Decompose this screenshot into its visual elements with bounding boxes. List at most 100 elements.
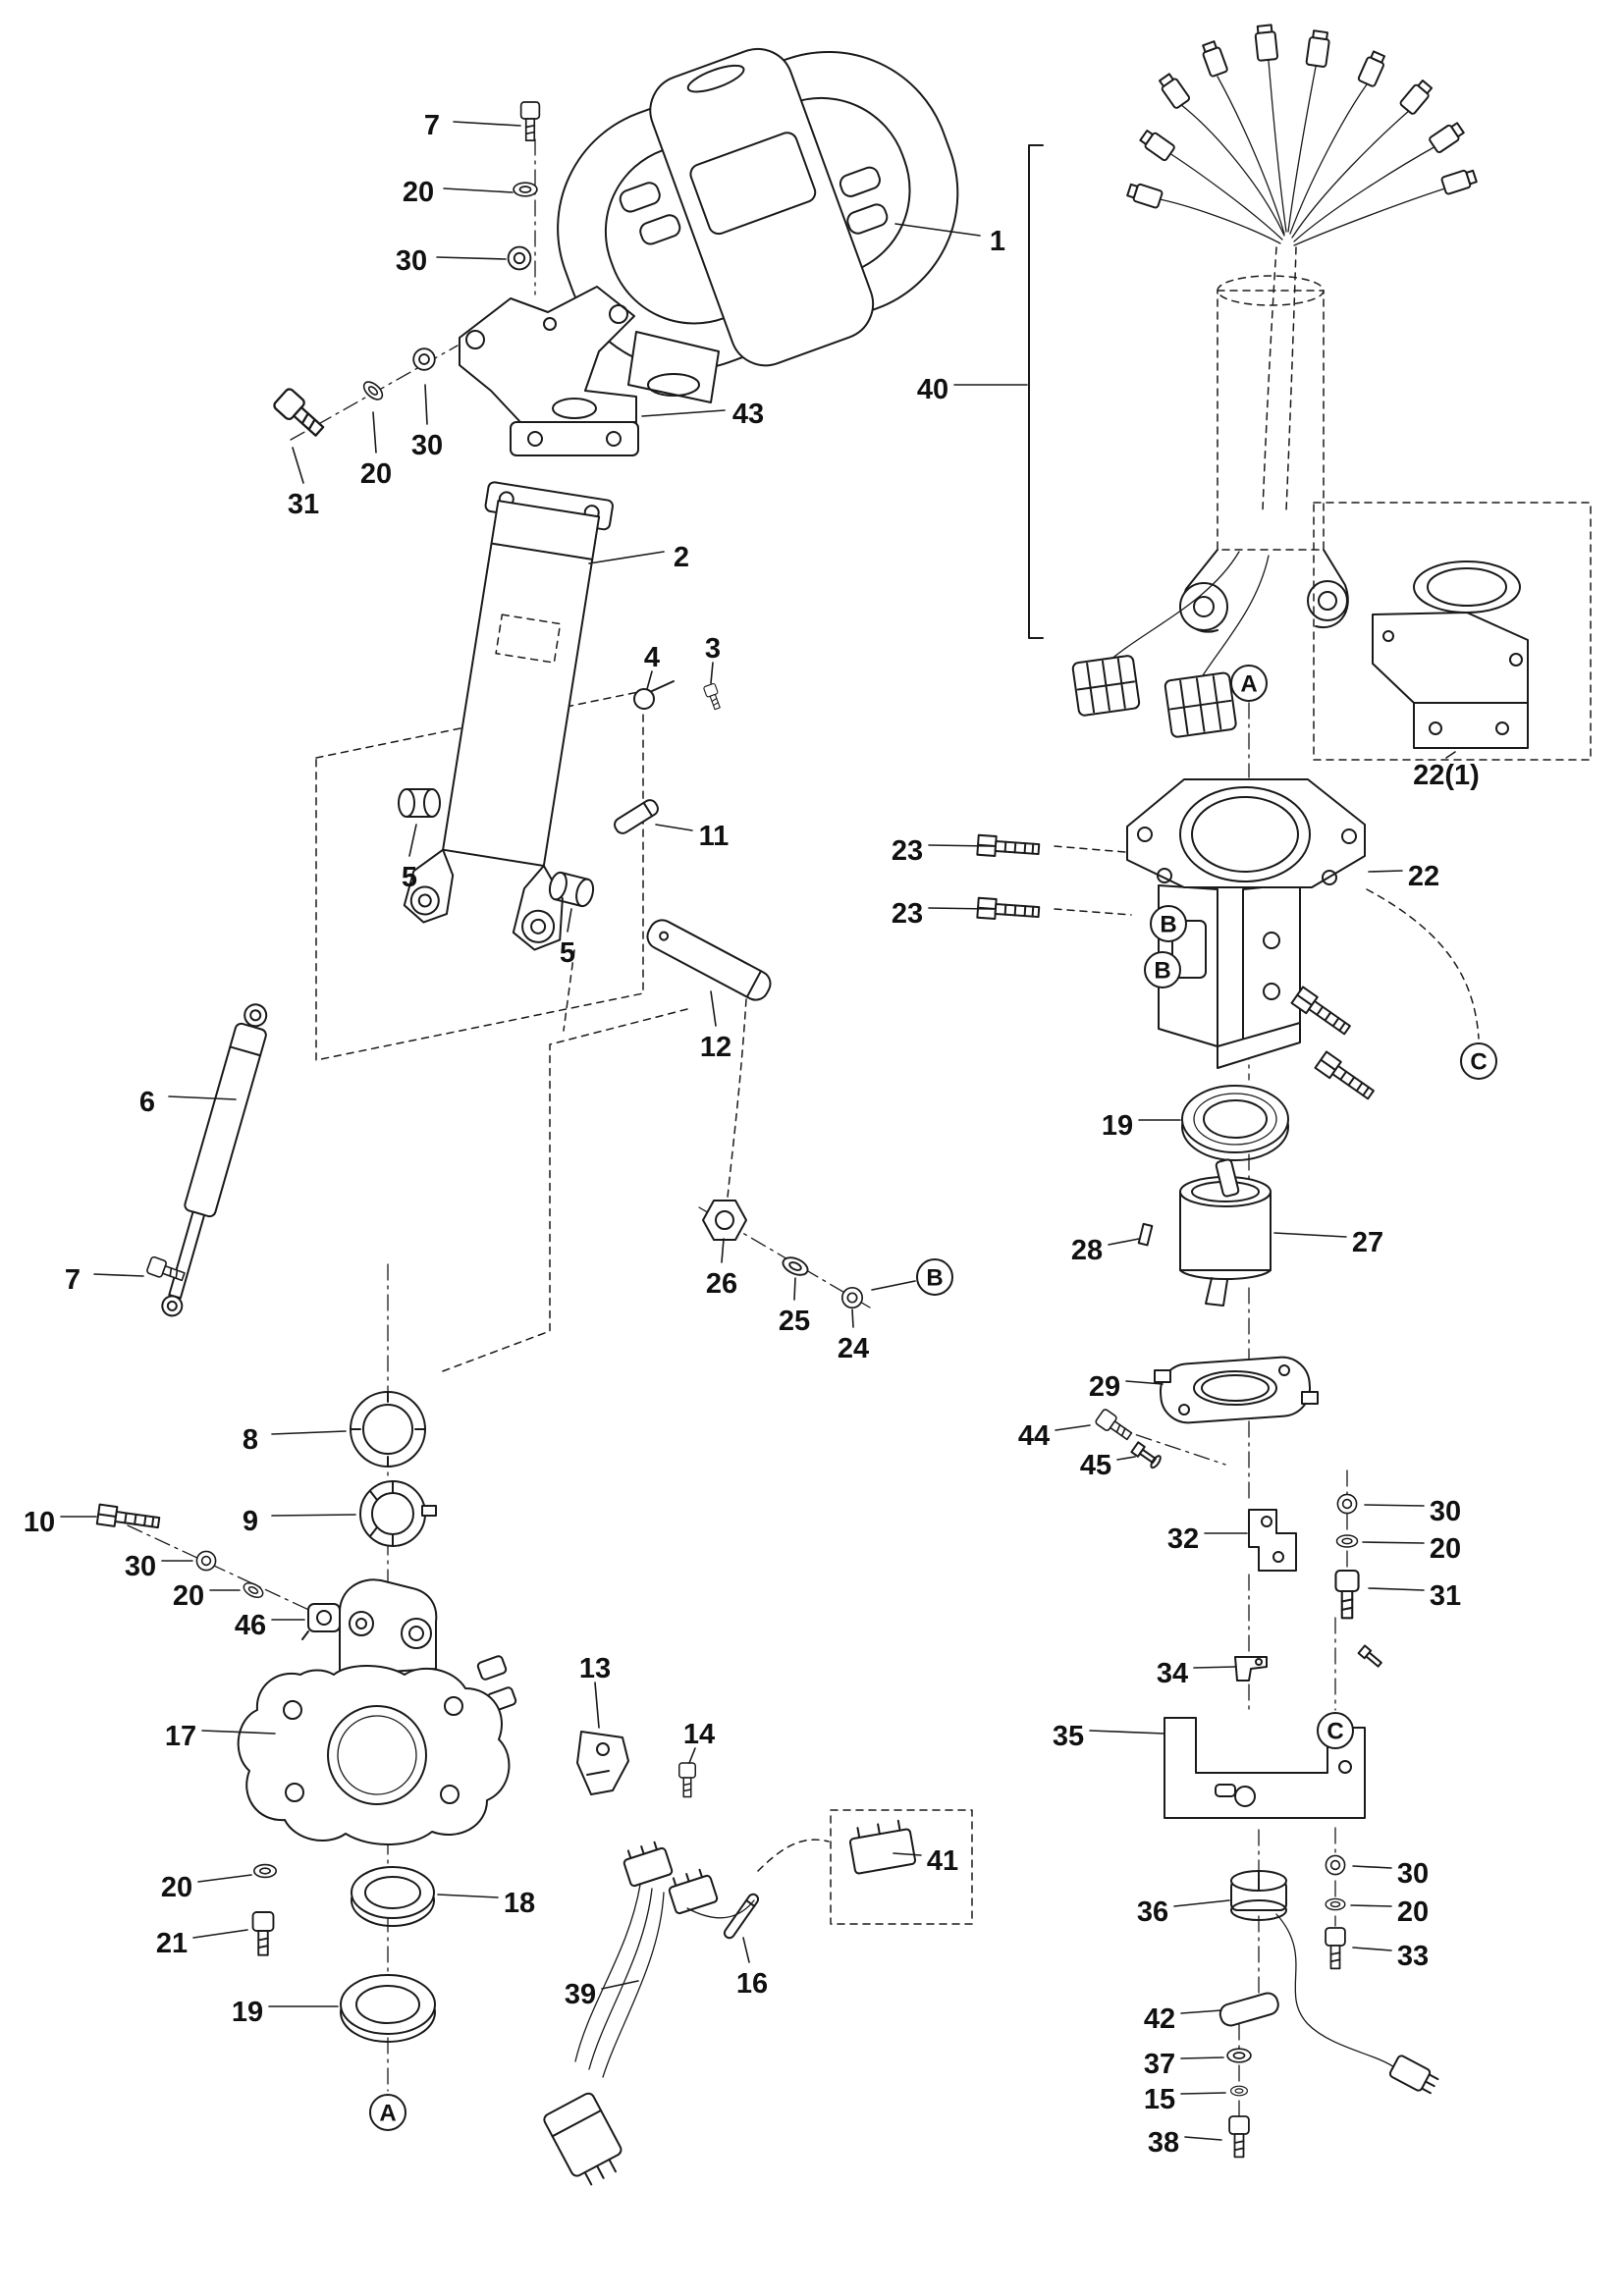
marker-letter: C: [1470, 1049, 1487, 1076]
marker-letter: B: [926, 1265, 943, 1292]
leader-line: [271, 1514, 356, 1517]
bearing-rings-left: [251, 1863, 436, 2043]
ring-nut-drawing: [350, 1391, 437, 1547]
leader-line: [721, 1238, 725, 1263]
leader-line: [408, 824, 417, 857]
callout-36: 36: [1137, 1896, 1168, 1928]
leader-line: [646, 670, 653, 690]
leader-line: [437, 1894, 499, 1898]
callout-19: 19: [232, 1997, 263, 2028]
leader-line: [292, 447, 304, 484]
callout-42: 42: [1144, 2003, 1175, 2035]
callout-5: 5: [402, 862, 417, 893]
callout-13: 13: [579, 1653, 611, 1684]
leader-line: [1193, 1666, 1236, 1669]
callout-30: 30: [411, 430, 443, 461]
pin-drawings: [614, 799, 772, 1940]
leader-line: [688, 1747, 696, 1764]
leader-line: [742, 1937, 750, 1963]
leader-line: [1180, 2009, 1222, 2014]
leader-line: [894, 223, 981, 237]
base-plate-drawing: [237, 1578, 517, 1845]
callout-6: 6: [139, 1087, 155, 1118]
leader-line: [436, 256, 507, 260]
marker-circle: [1317, 1712, 1354, 1749]
leader-line: [372, 411, 377, 454]
callout-26: 26: [706, 1268, 737, 1300]
callout-20: 20: [1397, 1896, 1429, 1928]
leader-line: [893, 1852, 922, 1856]
callout-18: 18: [504, 1888, 535, 1919]
callout-33: 33: [1397, 1941, 1429, 1972]
leader-line: [192, 1929, 248, 1939]
callout-4: 4: [644, 642, 660, 673]
leader-line: [710, 990, 717, 1027]
callout-20: 20: [161, 1872, 192, 1903]
leader-line: [1180, 2056, 1224, 2059]
leader-line: [1089, 1730, 1165, 1735]
callout-37: 37: [1144, 2049, 1175, 2080]
leader-line: [594, 1682, 600, 1729]
callout-20: 20: [1430, 1533, 1461, 1565]
steering-column-drawing: [403, 481, 614, 951]
callout-35: 35: [1053, 1721, 1084, 1752]
cable-clamp-drawing: [633, 680, 724, 712]
leader-line: [1368, 1587, 1425, 1591]
callout-12: 12: [700, 1032, 731, 1063]
leader-line: [851, 1308, 854, 1328]
callout-22: 22: [1408, 861, 1439, 892]
callout-44: 44: [1018, 1420, 1050, 1452]
marker-letter: A: [379, 2101, 396, 2127]
callout-5: 5: [560, 937, 575, 969]
callout-23: 23: [892, 835, 923, 867]
callout-7: 7: [424, 110, 440, 141]
leader-line: [1173, 1899, 1230, 1907]
callout-30: 30: [396, 245, 427, 277]
callout-45: 45: [1080, 1450, 1111, 1481]
switch-harness-drawing: [543, 1809, 973, 2186]
callout-31: 31: [288, 489, 319, 520]
leader-line: [201, 1730, 276, 1735]
callout-46: 46: [235, 1610, 266, 1641]
marker-B: B: [1144, 951, 1181, 988]
leader-line: [1116, 1456, 1136, 1461]
callout-19: 19: [1102, 1110, 1133, 1142]
callout-29: 29: [1089, 1371, 1120, 1403]
leader-line: [871, 1280, 916, 1291]
leader-line: [1125, 1380, 1164, 1385]
bracket-43-drawing: [459, 286, 639, 456]
callout-9: 9: [243, 1506, 258, 1537]
small-bracket-13: [576, 1731, 696, 1798]
leader-lines: [60, 121, 1456, 2141]
leader-line: [1364, 1504, 1425, 1507]
marker-circle: [1144, 951, 1181, 988]
callout-27: 27: [1352, 1227, 1383, 1258]
callout-38: 38: [1148, 2127, 1179, 2159]
callout-25: 25: [779, 1306, 810, 1337]
pivot-bushing-drawing: [398, 788, 595, 908]
leader-line: [710, 662, 714, 684]
leader-line: [601, 1980, 639, 1990]
leader-line: [1108, 1238, 1140, 1246]
leader-line: [93, 1273, 144, 1277]
leader-line: [641, 409, 726, 417]
plate-29-drawing: [1094, 1356, 1319, 1469]
marker-letter: C: [1326, 1719, 1343, 1745]
marker-circle: [916, 1258, 953, 1296]
callout-14: 14: [683, 1719, 715, 1750]
leader-line: [1362, 1541, 1425, 1544]
tiller-head-drawing: [557, 47, 959, 403]
callout-24: 24: [838, 1333, 869, 1364]
callout-41: 41: [927, 1845, 958, 1877]
marker-letter: A: [1240, 671, 1257, 698]
callout-10: 10: [24, 1507, 55, 1538]
leader-line: [655, 824, 693, 831]
leader-line: [567, 908, 572, 933]
callout-21: 21: [156, 1928, 188, 1959]
callout-43: 43: [732, 399, 764, 430]
callout-16: 16: [736, 1968, 768, 2000]
callout-8: 8: [243, 1424, 258, 1456]
